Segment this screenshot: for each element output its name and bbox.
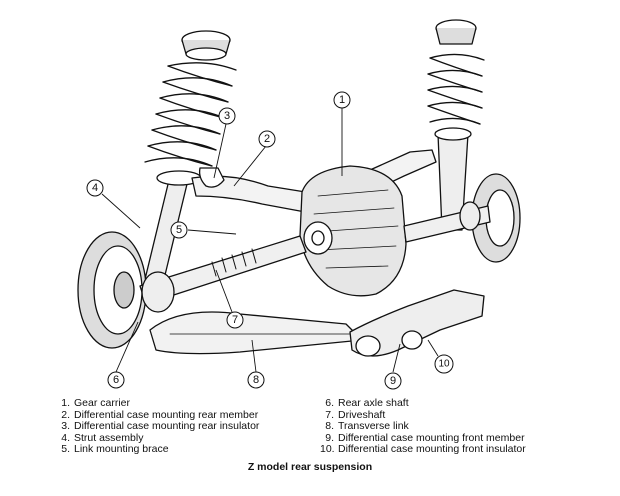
rear-member bbox=[191, 149, 437, 215]
callout-6: 6 bbox=[107, 371, 125, 389]
legend-item: 1. Gear carrier bbox=[56, 397, 259, 410]
right-brake-disc bbox=[471, 173, 521, 263]
right-driveshaft bbox=[403, 201, 491, 243]
left-brake-disc bbox=[77, 231, 147, 349]
svg-text:8: 8 bbox=[253, 374, 259, 386]
svg-text:4: 4 bbox=[92, 182, 98, 194]
svg-text:9: 9 bbox=[390, 375, 396, 387]
legend-label: Differential case mounting front member bbox=[338, 431, 525, 444]
legend-item: 6. Rear axle shaft bbox=[320, 397, 526, 410]
callout-4: 4 bbox=[86, 179, 104, 197]
svg-text:3: 3 bbox=[224, 110, 230, 122]
svg-text:5: 5 bbox=[176, 224, 182, 236]
legend-label: Driveshaft bbox=[338, 408, 386, 421]
legend-item: 3. Differential case mounting rear insula… bbox=[56, 420, 260, 433]
legend-column-left: 1. Gear carrier 2. Differential case mount… bbox=[56, 397, 260, 456]
legend-label: Strut assembly bbox=[74, 431, 144, 444]
legend-label: Link mounting brace bbox=[74, 443, 169, 456]
right-strut-assembly bbox=[427, 19, 485, 231]
legend-column-right: 6. Rear axle shaft 7. Driveshaft 8. Transve… bbox=[320, 397, 526, 456]
left-strut-assembly bbox=[139, 30, 237, 305]
callout-10: 10 bbox=[434, 354, 454, 374]
callout-1: 1 bbox=[333, 91, 351, 109]
legend-number: 8. bbox=[325, 420, 334, 433]
legend-item: 9. Differential case mounting front membe… bbox=[320, 431, 526, 445]
legend-number: 10. bbox=[320, 443, 335, 456]
svg-text:6: 6 bbox=[113, 374, 119, 386]
legend-number: 1. bbox=[61, 397, 70, 409]
transverse-link bbox=[149, 311, 363, 355]
legend-item: 10.Differential case mounting front insu… bbox=[320, 444, 526, 456]
legend-item: 7. Driveshaft bbox=[320, 408, 526, 422]
svg-text:1: 1 bbox=[339, 94, 345, 106]
legend-number: 7. bbox=[325, 408, 334, 421]
svg-text:2: 2 bbox=[264, 133, 270, 145]
callout-7: 7 bbox=[226, 311, 244, 329]
callout-8: 8 bbox=[247, 371, 265, 389]
legend-item: 5. Link mounting brace bbox=[56, 444, 259, 456]
gear-carrier bbox=[299, 165, 407, 297]
legend-label: Transverse link bbox=[338, 420, 409, 433]
legend-label: Differential case mounting front insulat… bbox=[338, 443, 526, 456]
legend-label: Differential case mounting rear member bbox=[74, 408, 259, 421]
callout-2: 2 bbox=[258, 130, 276, 148]
legend-number: 2. bbox=[61, 408, 70, 421]
legend-number: 9. bbox=[325, 431, 334, 444]
legend-number: 4. bbox=[61, 431, 70, 444]
legend-number: 5. bbox=[61, 443, 70, 456]
callout-3: 3 bbox=[218, 107, 236, 125]
callouts: 1 2 3 4 5 6 7 8 9 10 bbox=[86, 91, 454, 390]
legend-number: 3. bbox=[61, 420, 70, 433]
suspension-diagram: 1 2 3 4 5 6 7 8 9 10 bbox=[77, 19, 521, 390]
legend-item: 4. Strut assembly bbox=[56, 431, 259, 445]
legend-item: 8. Transverse link bbox=[320, 420, 526, 433]
svg-text:7: 7 bbox=[232, 314, 238, 326]
leader-lines bbox=[101, 108, 439, 373]
legend-label: Differential case mounting rear insulato… bbox=[74, 420, 260, 433]
legend-item: 2. Differential case mounting rear member bbox=[56, 408, 259, 422]
figure-caption: Z model rear suspension bbox=[247, 461, 373, 473]
front-member bbox=[349, 289, 485, 357]
left-driveshaft bbox=[139, 235, 307, 313]
svg-text:10: 10 bbox=[438, 359, 450, 370]
callout-5: 5 bbox=[170, 221, 188, 239]
legend-label: Rear axle shaft bbox=[338, 397, 409, 409]
legend-label: Gear carrier bbox=[74, 397, 131, 409]
legend-number: 6. bbox=[325, 397, 334, 409]
callout-9: 9 bbox=[384, 372, 402, 390]
